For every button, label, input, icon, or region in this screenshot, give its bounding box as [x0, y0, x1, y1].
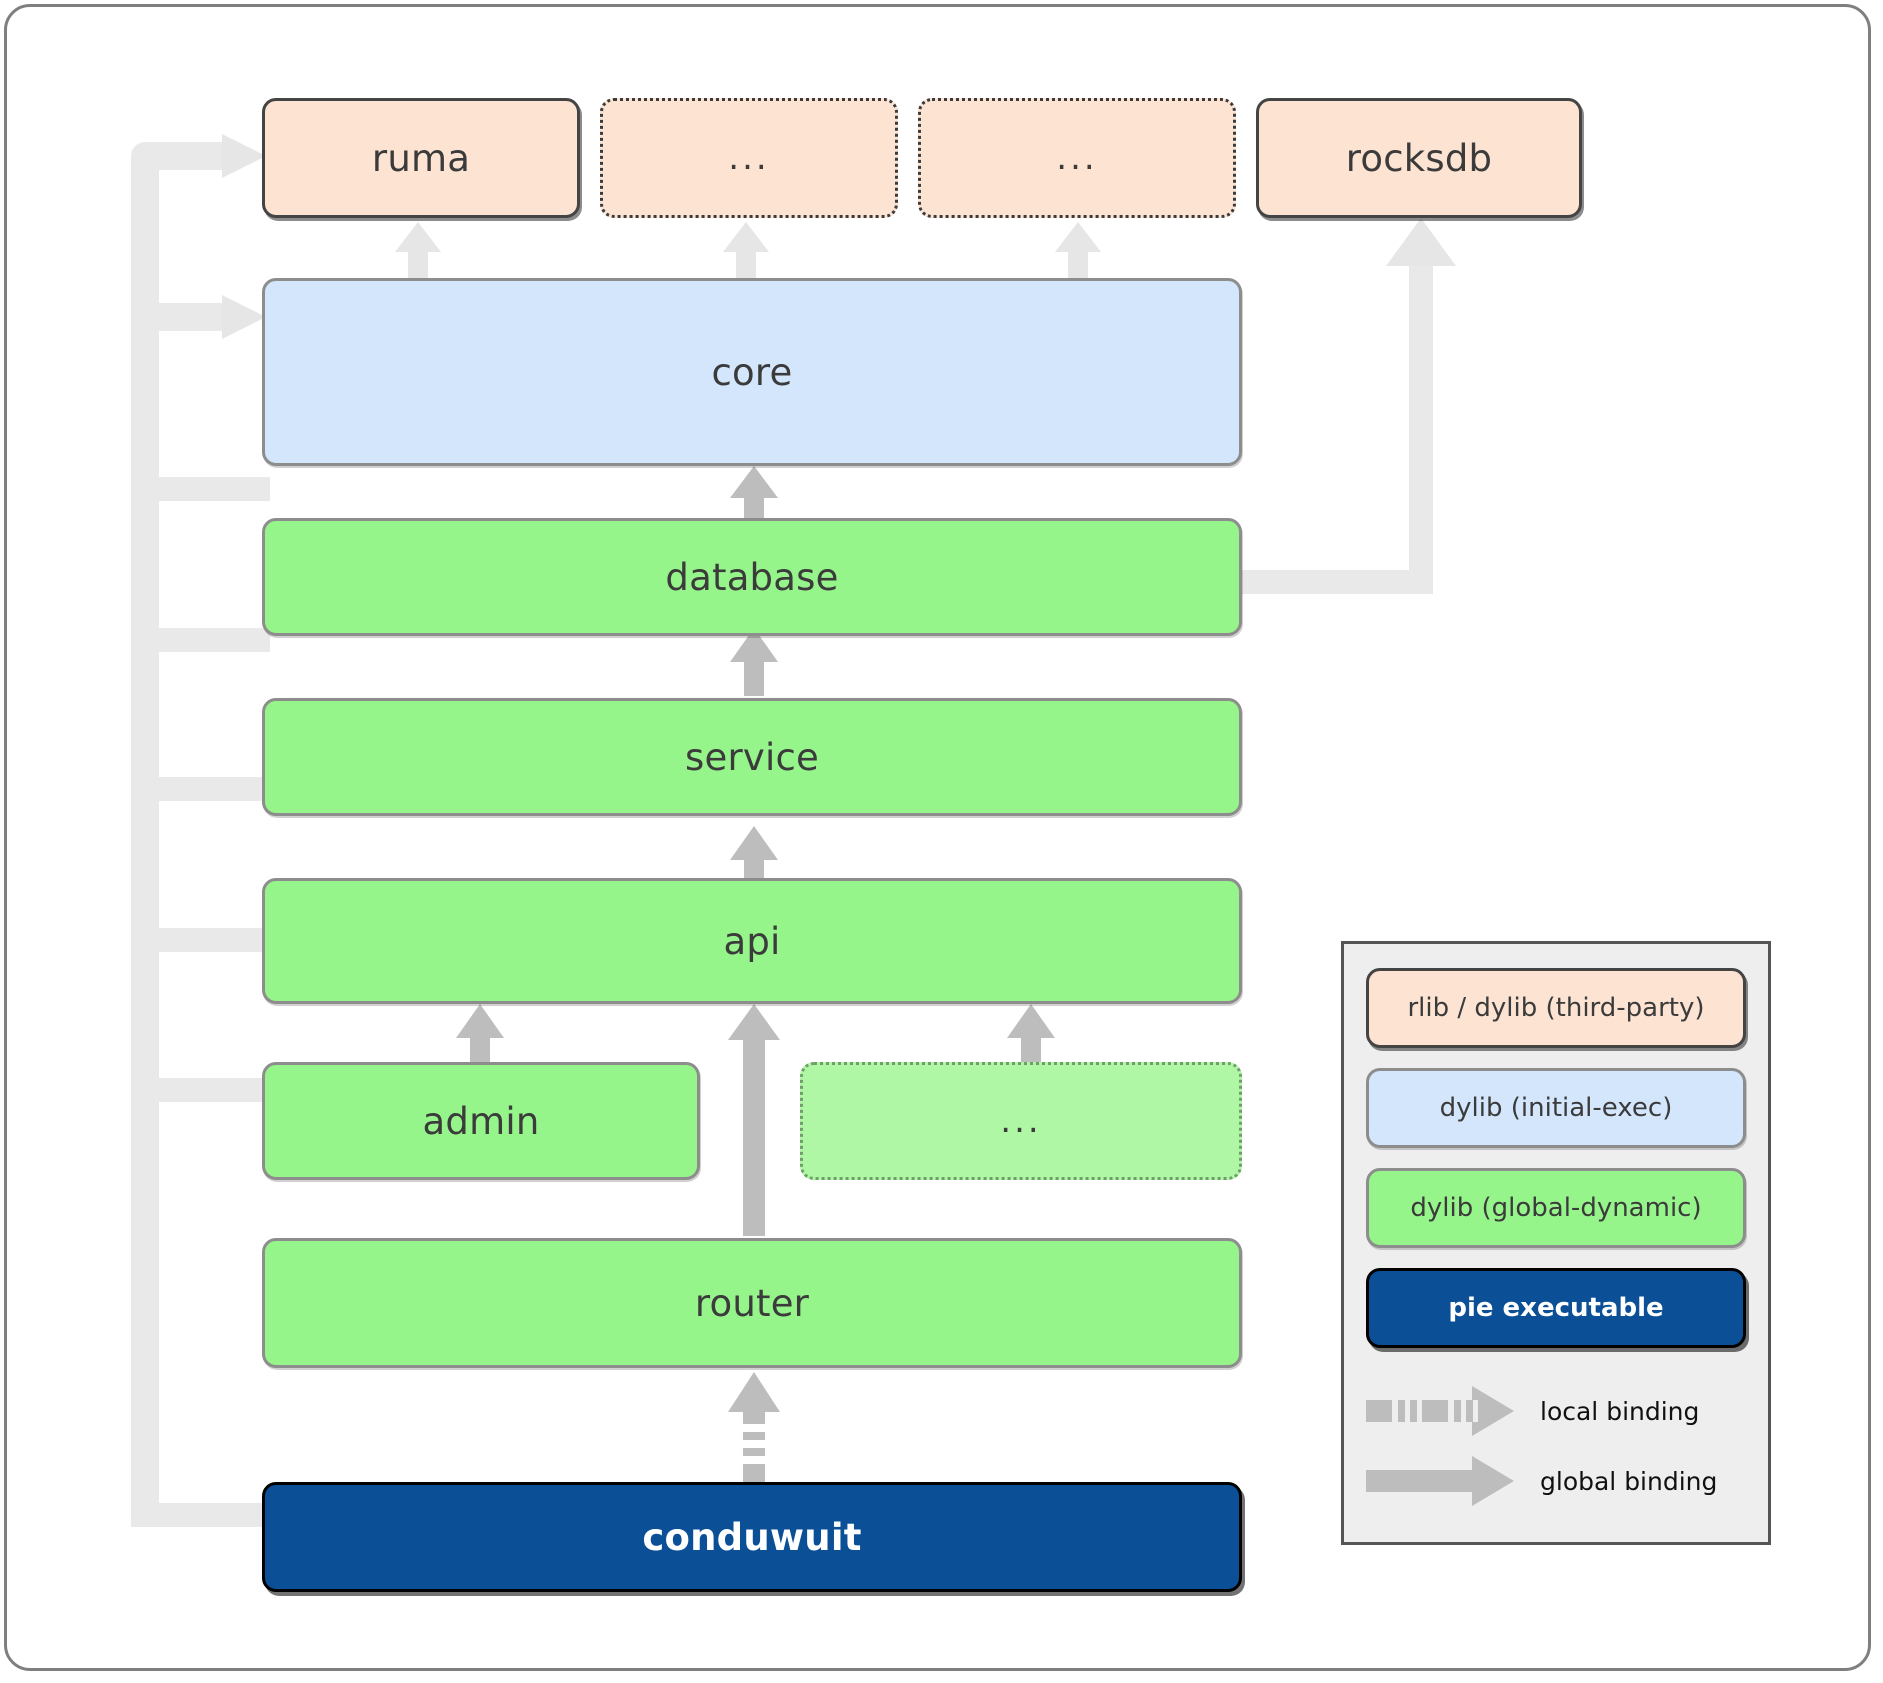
legend-swatch-initial-exec-label: dylib (initial-exec) — [1439, 1093, 1673, 1123]
arrow-api-to-service — [730, 826, 778, 894]
global-binding-arrow-icon — [1366, 1456, 1514, 1506]
trunk-branch-service — [145, 628, 270, 652]
arrow-service-to-database — [730, 628, 778, 696]
node-router[interactable]: router — [262, 1238, 1242, 1368]
legend-panel: rlib / dylib (third-party) dylib (initia… — [1341, 941, 1771, 1545]
node-admin[interactable]: admin — [262, 1062, 700, 1180]
node-database[interactable]: database — [262, 518, 1242, 636]
trunk-vertical — [131, 142, 159, 1527]
node-service[interactable]: service — [262, 698, 1242, 816]
node-ellipsis-mid-label: ... — [1000, 1101, 1042, 1141]
legend-local-binding-label: local binding — [1540, 1396, 1700, 1426]
arrowhead-to-rocksdb — [1386, 218, 1456, 266]
trunk-branch-admin — [145, 928, 270, 952]
node-api[interactable]: api — [262, 878, 1242, 1004]
node-ellipsis-top-1[interactable]: ... — [600, 98, 898, 218]
trunk-branch-conduwuit — [145, 1503, 270, 1527]
legend-global-binding-label: global binding — [1540, 1466, 1718, 1496]
node-rocksdb[interactable]: rocksdb — [1256, 98, 1582, 218]
trunk-branch-database — [145, 477, 270, 501]
node-router-label: router — [694, 1281, 810, 1325]
arrow-router-to-api — [728, 1004, 780, 1236]
node-ellipsis-top-2[interactable]: ... — [918, 98, 1236, 218]
trunk-branch-core — [145, 303, 235, 331]
node-conduwuit[interactable]: conduwuit — [262, 1482, 1242, 1592]
node-ruma[interactable]: ruma — [262, 98, 580, 218]
arrow-conduwuit-to-router — [728, 1372, 780, 1490]
arrow-core-to-ruma — [395, 222, 441, 284]
trunk-branch-router — [145, 1078, 270, 1102]
legend-swatch-pie-executable: pie executable — [1366, 1268, 1746, 1348]
node-ellipsis-top-1-label: ... — [728, 138, 770, 178]
node-ellipsis-top-2-label: ... — [1056, 138, 1098, 178]
node-admin-label: admin — [422, 1099, 540, 1143]
node-core-label: core — [711, 350, 793, 394]
node-conduwuit-label: conduwuit — [642, 1515, 862, 1559]
node-service-label: service — [685, 735, 819, 779]
database-to-rocksdb-horizontal — [1230, 570, 1433, 594]
arrow-core-to-ellipsis-1 — [723, 222, 769, 284]
node-ruma-label: ruma — [371, 136, 471, 180]
legend-swatch-pie-executable-label: pie executable — [1448, 1293, 1664, 1323]
legend-swatch-third-party-label: rlib / dylib (third-party) — [1407, 993, 1705, 1023]
node-rocksdb-label: rocksdb — [1345, 136, 1493, 180]
arrow-core-to-ellipsis-2 — [1055, 222, 1101, 284]
trunk-branch-ruma — [145, 142, 235, 170]
database-to-rocksdb-vertical — [1409, 258, 1433, 594]
arrow-admin-to-api — [456, 1004, 504, 1072]
legend-swatch-third-party: rlib / dylib (third-party) — [1366, 968, 1746, 1048]
legend-swatch-global-dynamic: dylib (global-dynamic) — [1366, 1168, 1746, 1248]
node-api-label: api — [723, 919, 781, 963]
arrowhead-to-core — [222, 295, 266, 339]
legend-row-local-binding: local binding — [1366, 1384, 1752, 1438]
local-binding-arrow-icon — [1366, 1386, 1514, 1436]
node-core[interactable]: core — [262, 278, 1242, 466]
legend-row-global-binding: global binding — [1366, 1454, 1752, 1508]
legend-swatch-global-dynamic-label: dylib (global-dynamic) — [1410, 1193, 1702, 1223]
node-database-label: database — [665, 555, 839, 599]
node-ellipsis-mid[interactable]: ... — [800, 1062, 1242, 1180]
trunk-branch-api — [145, 777, 270, 801]
arrowhead-to-ruma — [222, 134, 266, 178]
arrow-ellipsis-mid-to-api — [1007, 1004, 1055, 1072]
legend-swatch-initial-exec: dylib (initial-exec) — [1366, 1068, 1746, 1148]
arrow-database-to-core — [730, 466, 778, 528]
